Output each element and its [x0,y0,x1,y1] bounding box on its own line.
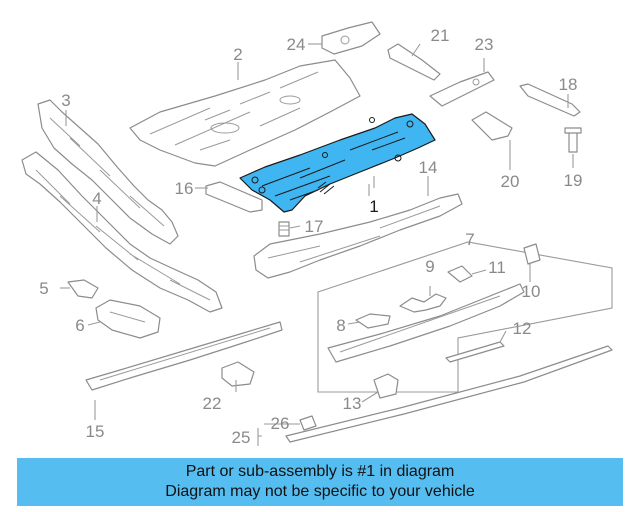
banner-line-2: Diagram may not be specific to your vehi… [165,483,475,500]
part-25-trim [285,345,613,443]
part-8-bracket [355,313,391,329]
part-20-bracket [471,111,513,141]
part-5-bracket [67,279,99,299]
part-18-strip [519,83,581,117]
part-22-bracket [221,361,255,387]
part-2-rear-floor [129,59,361,167]
callout-21: 21 [431,26,450,45]
part-7-sill-panel [327,283,525,363]
callout-26: 26 [271,414,290,433]
callouts: 1 2 3 4 5 6 7 8 9 10 11 12 13 14 15 16 1… [39,26,582,447]
part-9-reinforcement [399,293,447,313]
part-3-rail [37,99,179,245]
callout-23: 23 [475,35,494,54]
callout-25: 25 [232,428,251,447]
part-13-bracket [373,373,399,399]
part-19-bolt [564,127,582,153]
part-17-bolt [278,221,290,237]
part-16-bracket [205,181,263,213]
callout-5: 5 [39,279,48,298]
callout-4: 4 [92,189,101,208]
part-23-bracket [429,71,495,107]
callout-22: 22 [203,394,222,413]
part-6-bracket [95,299,161,339]
part-11-bracket [447,265,473,283]
callout-19: 19 [564,171,583,190]
part-4-member [21,151,223,313]
part-12-strip [445,341,505,363]
part-14-rocker [253,193,463,279]
leader-lines [60,43,574,446]
callout-7: 7 [465,230,474,249]
callout-13: 13 [343,394,362,413]
callout-8: 8 [336,316,345,335]
callout-20: 20 [501,172,520,191]
part-1-floor-pan [239,113,436,213]
callout-12: 12 [513,319,532,338]
part-24-bracket [321,21,381,55]
callout-18: 18 [559,75,578,94]
group-7-box [317,241,613,393]
callout-16: 16 [175,179,194,198]
callout-15: 15 [86,422,105,441]
banner-line-1: Part or sub-assembly is #1 in diagram [185,463,455,480]
callout-10: 10 [522,282,541,301]
parts-diagram: 1 2 3 4 5 6 7 8 9 10 11 12 13 14 15 16 1… [21,21,613,447]
part-21-bracket [387,43,441,81]
callout-3: 3 [61,91,70,110]
callout-2: 2 [233,45,242,64]
callout-1: 1 [369,197,378,216]
callout-11: 11 [488,258,506,277]
part-26-clip [299,415,317,431]
callout-24: 24 [287,35,306,54]
callout-9: 9 [425,257,434,276]
callout-6: 6 [75,316,84,335]
part-15-sill [85,321,283,391]
callout-14: 14 [419,158,438,177]
info-banner: Part or sub-assembly is #1 in diagram Di… [17,458,623,506]
callout-17: 17 [305,217,324,236]
part-10-bracket [523,243,541,265]
